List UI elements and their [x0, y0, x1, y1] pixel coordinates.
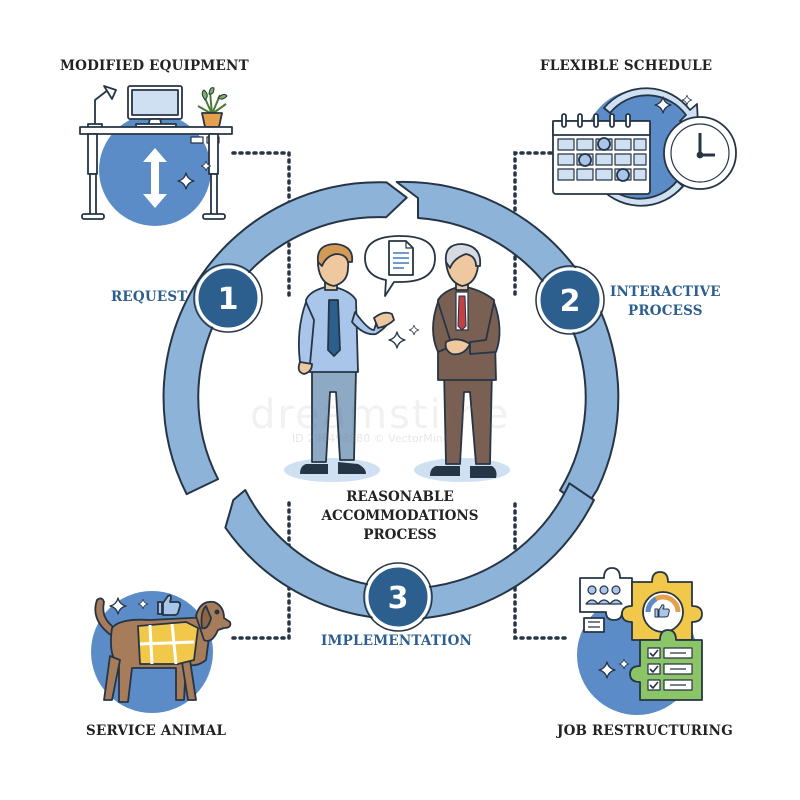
label-step-2-line-2: PROCESS: [627, 303, 703, 319]
desk-top: [79, 126, 233, 135]
document-icon: [388, 240, 414, 276]
legs-right: [443, 369, 493, 465]
label-modified-equipment: MODIFIED EQUIPMENT: [60, 58, 249, 74]
label-step-3: IMPLEMENTATION: [321, 633, 473, 649]
cycle-arrow-2: [395, 180, 620, 511]
connector-job: [513, 498, 567, 640]
thumbs-up-icon: [157, 594, 182, 616]
job-restructuring-illustration: [577, 567, 703, 715]
label-step-2: INTERACTIVE PROCESS: [610, 283, 721, 321]
desk-lamp: [94, 89, 109, 127]
speech-bubble: [364, 235, 436, 297]
step-node-1: 1: [193, 263, 263, 333]
clock-icon: [663, 116, 737, 190]
flexible-schedule-illustration: [552, 87, 737, 207]
watermark: dreamstime: [250, 392, 511, 438]
diagram-title-line-1: REASONABLE: [346, 489, 454, 505]
step-node-2: 2: [535, 265, 605, 335]
diagram-title-line-2: ACCOMMODATIONS: [321, 508, 479, 524]
label-flexible-schedule: FLEXIBLE SCHEDULE: [540, 58, 713, 74]
diagram-title-line-3: PROCESS: [363, 527, 437, 543]
label-step-2-line-1: INTERACTIVE: [610, 284, 721, 300]
checkmark-icon: [649, 649, 659, 689]
sparkle-icon: [388, 331, 406, 349]
connector-equipment: [231, 151, 291, 297]
connector-schedule: [513, 151, 567, 297]
floor-shadow-left: [284, 458, 380, 482]
label-job-restructuring: JOB RESTRUCTURING: [557, 723, 733, 739]
diagram-title: REASONABLE ACCOMMODATIONS PROCESS: [300, 488, 500, 545]
process-cycle-ring: [162, 180, 620, 621]
floor-shadow-right: [414, 458, 510, 482]
step-number-3: 3: [388, 581, 409, 616]
person-right: [430, 243, 501, 478]
arrows-updown-icon: [143, 148, 167, 208]
plant: [197, 91, 227, 115]
sparkle-icon: [408, 324, 420, 336]
label-step-1: REQUEST: [111, 289, 188, 305]
legs-left: [311, 369, 357, 463]
step-node-3: 3: [363, 562, 433, 632]
person-left: [297, 243, 395, 474]
step-number-1: 1: [218, 282, 239, 317]
step-number-2: 2: [560, 284, 581, 319]
calendar-icon: [552, 113, 651, 195]
label-service-animal: SERVICE ANIMAL: [86, 723, 227, 739]
watermark-credit: ID 298498880 © VectorMine: [292, 432, 450, 445]
service-animal-illustration: [91, 591, 232, 713]
modified-equipment-illustration: [79, 85, 233, 226]
thumbs-up-icon: [654, 604, 670, 618]
cycle-arrow-1: [162, 181, 408, 496]
central-meeting-illustration: [284, 235, 510, 482]
cycle-arrow-3: [224, 482, 595, 621]
